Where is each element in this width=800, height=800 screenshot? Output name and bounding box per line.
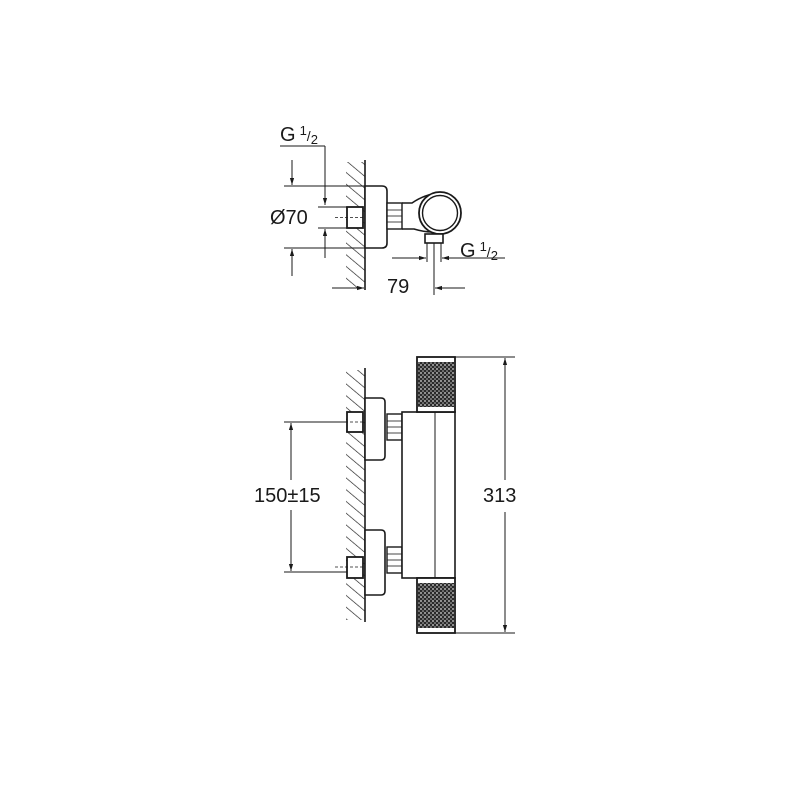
diameter-label: Ø70 [270,207,308,229]
wall-flange-top [364,185,388,249]
front-view [284,356,515,634]
top-knob [416,356,456,413]
inlet-spacing-label: 150±15 [254,485,321,507]
inlet-lower [346,556,364,579]
top-view [280,145,505,295]
flange-lower [364,529,386,596]
height-label: 313 [483,485,517,507]
outlet-stub [424,233,444,244]
outlet-ring [418,191,462,235]
bottom-knob [416,577,456,634]
wall-hatch-front [346,370,365,620]
mixer-body [401,411,456,579]
flange-upper [364,397,386,461]
projection-label: 79 [387,276,410,298]
